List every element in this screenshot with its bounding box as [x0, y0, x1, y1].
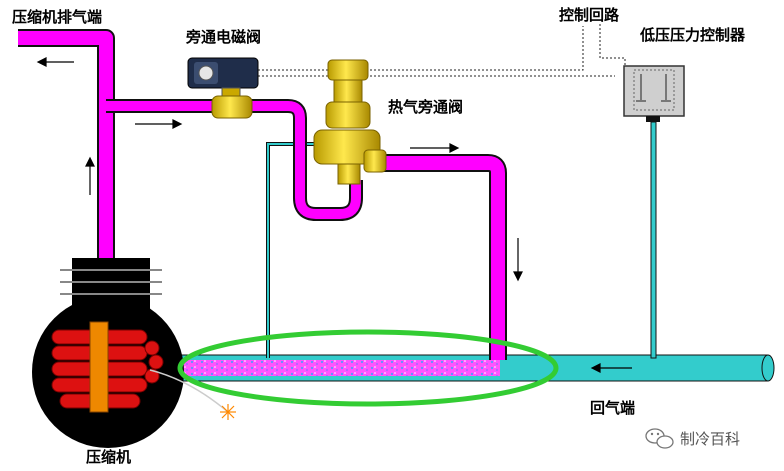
- arrow-left-icon: [590, 363, 632, 373]
- low-pressure-controller: [623, 65, 685, 122]
- mixing-zone-highlight: [177, 329, 559, 407]
- arrow-down-icon: [513, 238, 523, 282]
- compressor: [32, 258, 236, 448]
- arrow-left-icon: [36, 57, 74, 67]
- bypass-solenoid-valve: [187, 57, 259, 119]
- hot-gas-mixing-zone: [180, 360, 500, 376]
- label-compressor-discharge: 压缩机排气端: [12, 8, 103, 26]
- hot-gas-bypass-valve: [313, 59, 387, 185]
- label-compressor: 压缩机: [86, 448, 132, 466]
- arrow-up-icon: [85, 156, 95, 195]
- label-low-pressure-controller: 低压压力控制器: [640, 26, 746, 44]
- spark-icon: [220, 404, 236, 420]
- label-suction-end: 回气端: [590, 399, 636, 417]
- arrow-right-icon: [135, 119, 183, 129]
- arrow-right-icon: [410, 143, 460, 153]
- motor-coils: [51, 321, 164, 413]
- flow-arrows: [36, 57, 632, 373]
- discharge-pipe: [18, 29, 507, 360]
- sensing-line-controller: [650, 121, 657, 359]
- control-circuit-lines: [258, 24, 626, 77]
- label-control-circuit: 控制回路: [559, 6, 620, 24]
- watermark-text: 制冷百科: [680, 430, 741, 448]
- label-hot-gas-bypass-valve: 热气旁通阀: [388, 98, 464, 116]
- label-bypass-solenoid: 旁通电磁阀: [186, 28, 262, 46]
- wechat-icon: [645, 428, 674, 449]
